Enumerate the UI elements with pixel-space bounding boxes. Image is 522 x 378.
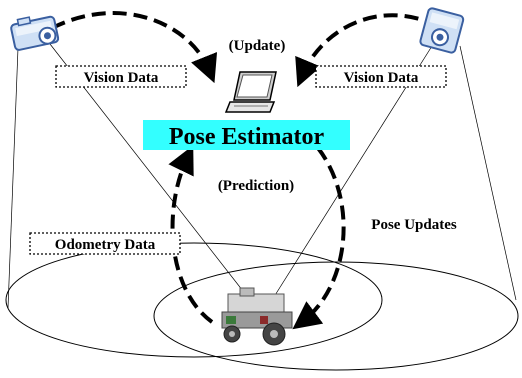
prediction-label: (Prediction): [218, 178, 294, 194]
vision-data-left-box: [55, 65, 187, 88]
vision-arrow-left: [51, 11, 218, 84]
pose-estimator-label: Pose Estimator: [169, 124, 325, 150]
pose-estimator-box: [143, 120, 350, 150]
odometry-data-label: Odometry Data: [55, 237, 156, 253]
camera-left-icon: [10, 15, 60, 51]
robot-icon: [221, 287, 293, 346]
pose-updates-arrow: [292, 146, 346, 330]
vision-arrow-right: [295, 13, 439, 88]
coverage-ellipse-left: [5, 242, 383, 358]
vision-data-right-label: Vision Data: [344, 70, 419, 86]
update-label: (Update): [229, 38, 286, 54]
laptop-icon: [224, 71, 277, 113]
vision-data-right-box: [315, 65, 447, 88]
coverage-ellipse-right: [153, 261, 519, 371]
pose-updates-label: Pose Updates: [371, 217, 457, 233]
odometry-data-box: [29, 232, 181, 255]
vision-data-left-label: Vision Data: [84, 70, 159, 86]
camera-right-icon: [419, 7, 465, 54]
